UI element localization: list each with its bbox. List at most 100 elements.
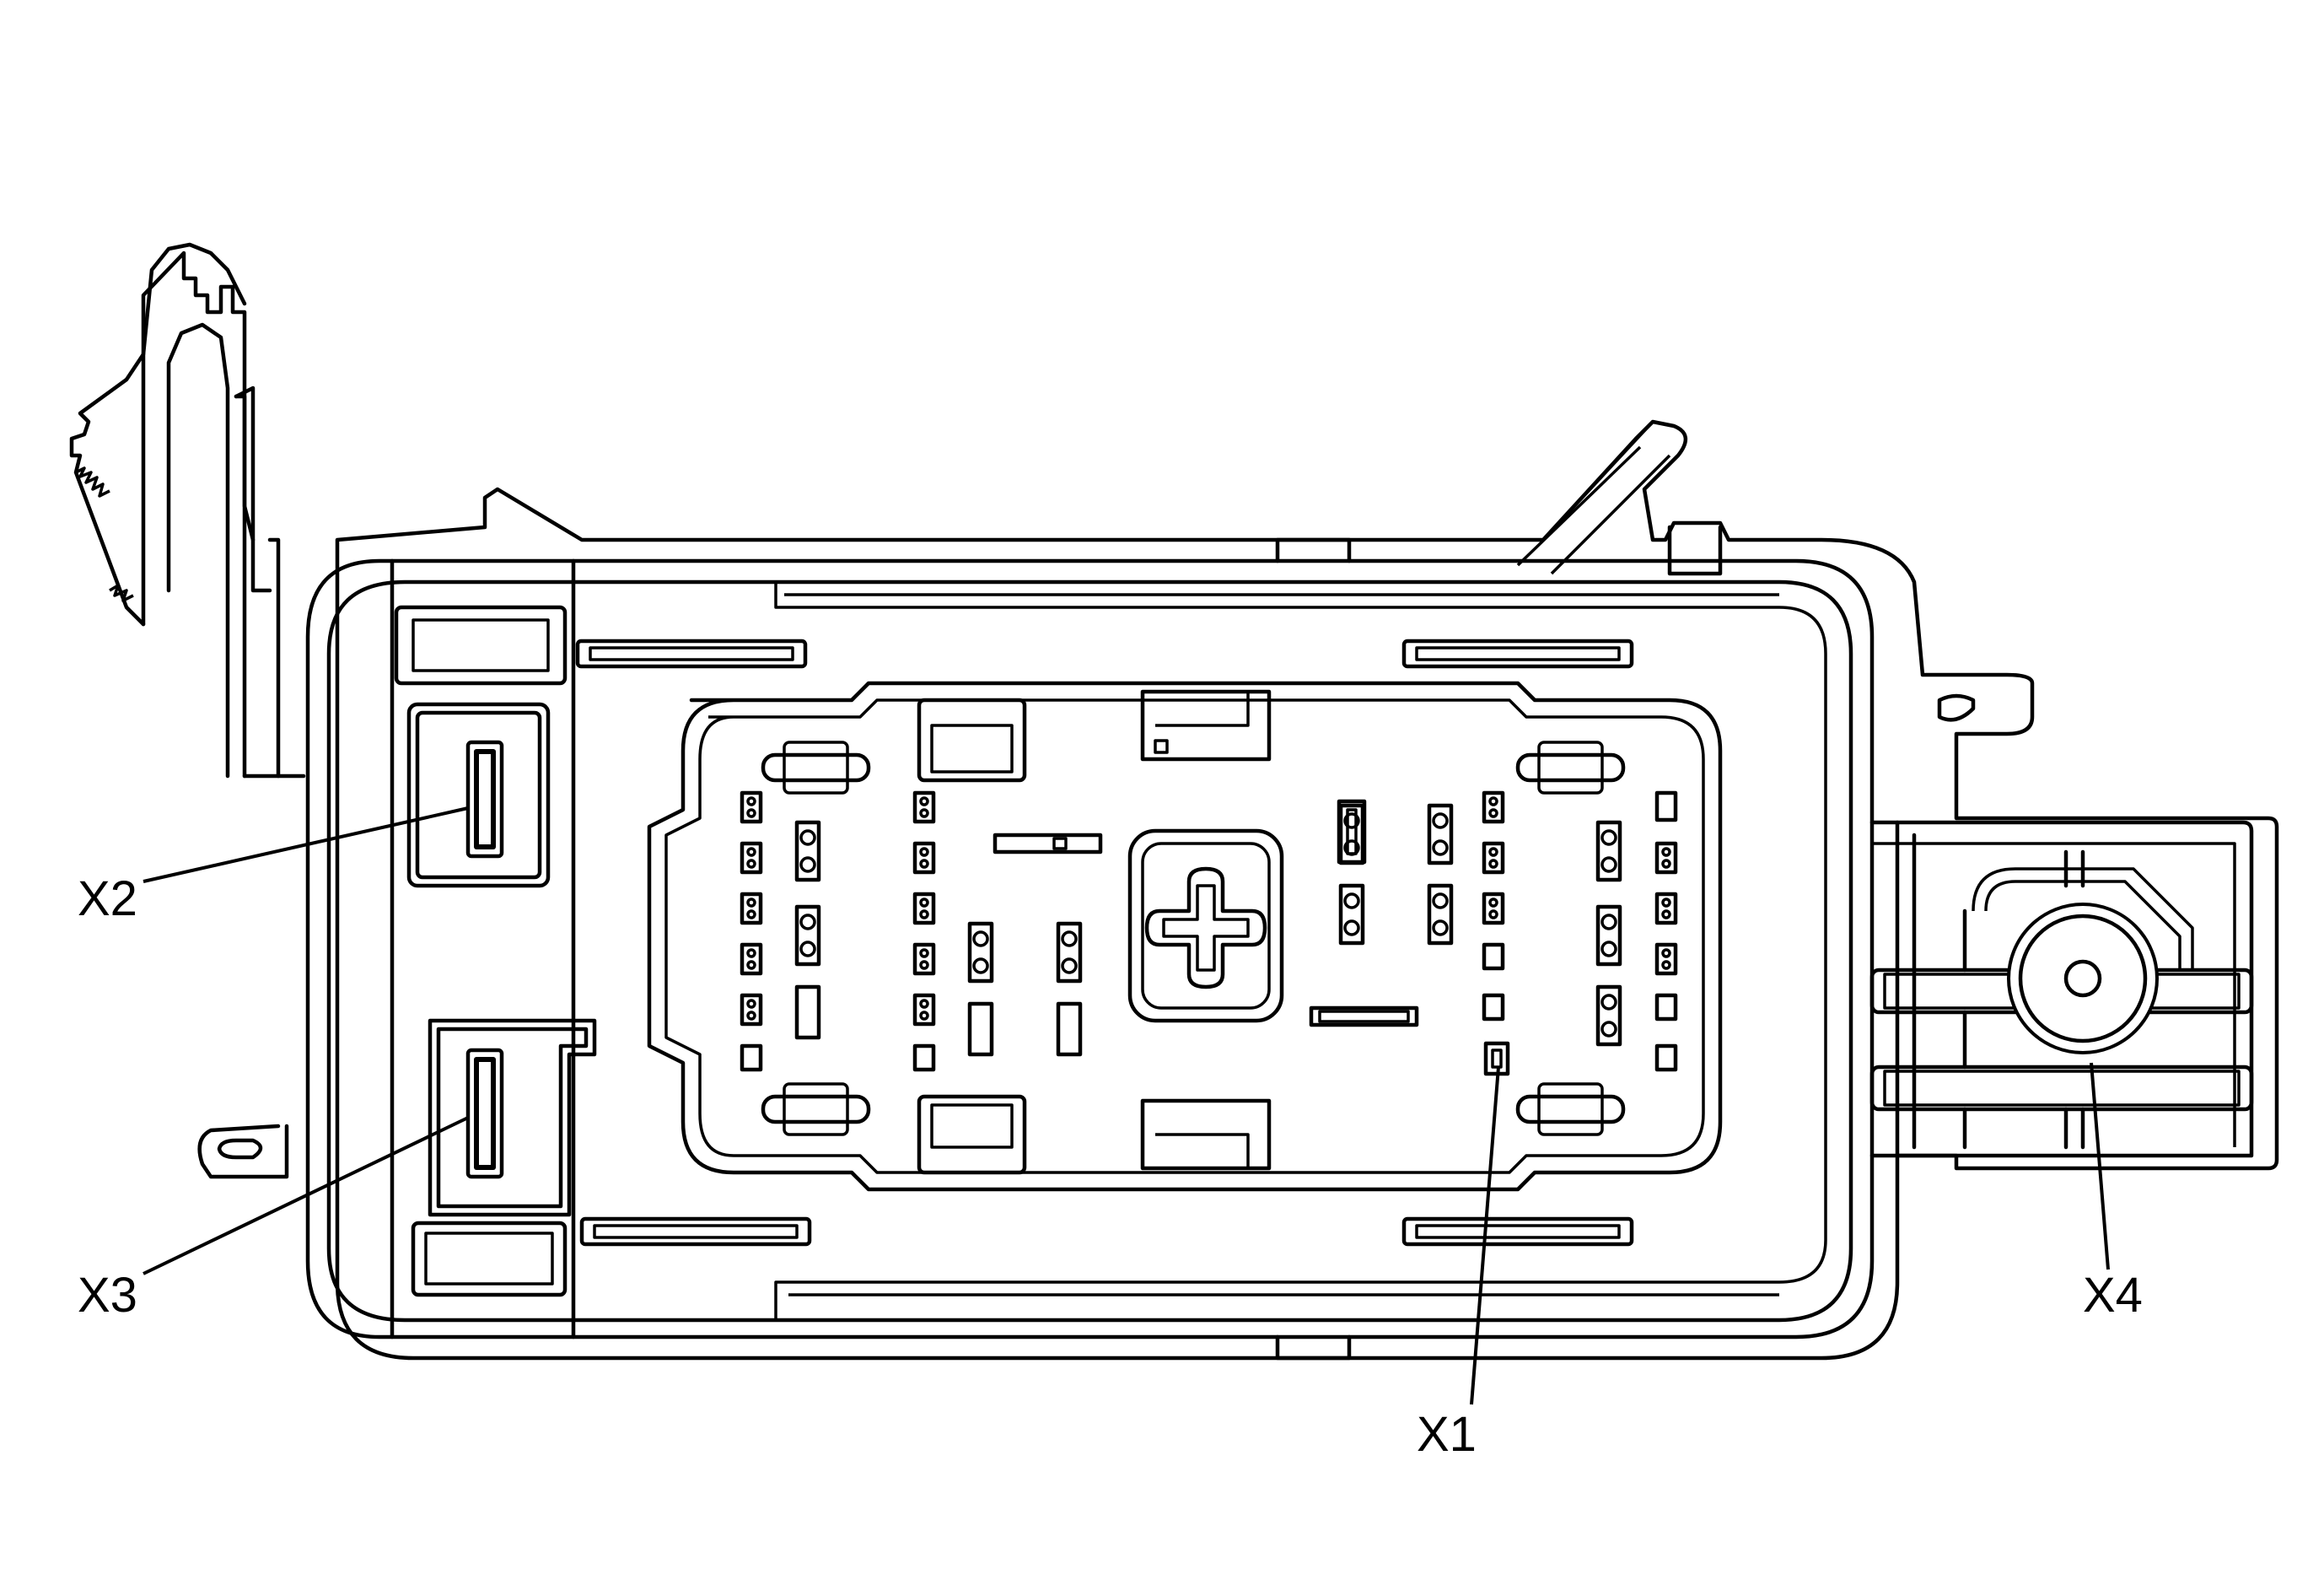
terminal-cavity: [1491, 1048, 1503, 1069]
terminal-cavity: [794, 820, 821, 882]
leader-lines: [143, 806, 2110, 1405]
mount-ear-right-hole: [1937, 693, 1976, 722]
terminal-cavity: [1595, 984, 1622, 1047]
terminal-pin: [746, 1011, 756, 1021]
terminal-pin: [1343, 812, 1360, 829]
terminal-cavity: [740, 841, 763, 875]
terminal-pin: [919, 999, 929, 1009]
terminal-cavity: [1482, 892, 1505, 925]
terminal-cavity: [1654, 790, 1678, 822]
label-x2: X2: [78, 871, 137, 926]
terminal-pin: [799, 914, 816, 930]
terminal-cavity: [912, 841, 936, 875]
terminal-pin: [799, 856, 816, 873]
terminal-pin: [799, 829, 816, 846]
terminal-cavity: [967, 1001, 994, 1057]
terminal-pin: [1661, 847, 1671, 857]
terminal-pin: [746, 999, 756, 1009]
x4-stud-boss: [2007, 903, 2159, 1054]
terminal-pin: [919, 859, 929, 869]
terminal-cavity: [1338, 883, 1365, 946]
terminal-cavity: [1482, 942, 1505, 971]
terminal-cavity: [1595, 904, 1622, 967]
x4-stud: [2063, 959, 2102, 998]
terminal-cavity: [1654, 993, 1678, 1021]
mount-ear-left: [197, 1124, 289, 1179]
terminal-pin: [1600, 914, 1617, 930]
terminal-pin: [1600, 994, 1617, 1011]
terminal-pin: [1432, 892, 1449, 909]
left-connector-column: [390, 558, 597, 1340]
terminal-pin: [1061, 930, 1078, 947]
terminal-pin: [1600, 941, 1617, 957]
terminal-pin: [1661, 960, 1671, 970]
terminal-pin: [919, 898, 929, 908]
terminal-cavity: [740, 942, 763, 976]
housing-inner: [305, 558, 1875, 1340]
terminal-cavity: [912, 993, 936, 1027]
terminal-pin: [1661, 898, 1671, 908]
terminal-pin: [1661, 859, 1671, 869]
terminal-cavity: [1427, 803, 1454, 865]
terminal-pin: [1432, 919, 1449, 936]
terminal-pin: [746, 960, 756, 970]
terminal-pin: [972, 930, 989, 947]
terminal-cavity: [1337, 799, 1367, 865]
terminal-cavity: [1056, 1001, 1083, 1057]
terminal-pin: [1432, 812, 1449, 829]
terminal-cavity: [1346, 808, 1358, 855]
terminal-cavity: [1482, 841, 1505, 875]
terminal-pin: [1488, 898, 1498, 908]
mount-ear-left-hole: [217, 1138, 263, 1160]
housing-outer: [335, 419, 2279, 1361]
x4-bracket: [1869, 820, 2254, 1158]
terminal-cavity: [912, 942, 936, 976]
label-x4: X4: [2083, 1268, 2143, 1323]
terminal-pin: [1488, 909, 1498, 919]
corner-slots: [575, 639, 1634, 1247]
terminal-pin: [746, 847, 756, 857]
terminal-cavity: [1654, 1043, 1678, 1072]
terminal-cavity: [912, 1043, 936, 1072]
terminal-cavity: [740, 993, 763, 1027]
terminal-cavity: [912, 892, 936, 925]
label-x1: X1: [1417, 1407, 1477, 1462]
terminal-cavity: [967, 921, 994, 984]
terminal-pin: [746, 859, 756, 869]
terminal-pin: [1661, 948, 1671, 958]
terminal-pin: [1488, 808, 1498, 818]
bottom-tab: [1275, 1334, 1352, 1361]
terminal-cavity: [1427, 883, 1454, 946]
terminal-cavity: [912, 790, 936, 824]
terminal-cavity: [1654, 892, 1678, 925]
terminal-pin: [1600, 829, 1617, 846]
terminal-pin: [919, 960, 929, 970]
terminal-cavity: [1482, 790, 1505, 824]
latch-arm: [69, 242, 306, 779]
terminal-pin: [972, 957, 989, 974]
terminal-pin: [746, 808, 756, 818]
terminal-cavity: [1654, 942, 1678, 976]
terminal-cavity: [1056, 921, 1083, 984]
terminal-cavity: [1482, 993, 1505, 1021]
terminal-pin: [799, 941, 816, 957]
terminal-pin: [1488, 796, 1498, 806]
terminal-pin: [919, 948, 929, 958]
terminal-cavity: [794, 904, 821, 967]
terminal-pin: [1600, 1021, 1617, 1038]
terminal-pin: [919, 909, 929, 919]
terminal-pin: [1488, 847, 1498, 857]
terminal-cavity: [740, 892, 763, 925]
terminal-cavity: [740, 790, 763, 824]
terminal-pin: [746, 898, 756, 908]
terminal-pin: [1432, 839, 1449, 856]
relay-module: [647, 681, 1723, 1192]
terminal-cavity: [1595, 820, 1622, 882]
terminal-cavity: [1654, 841, 1678, 875]
terminal-pin: [919, 847, 929, 857]
terminal-pin: [1488, 859, 1498, 869]
terminal-pin: [919, 796, 929, 806]
terminal-pin: [1343, 919, 1360, 936]
